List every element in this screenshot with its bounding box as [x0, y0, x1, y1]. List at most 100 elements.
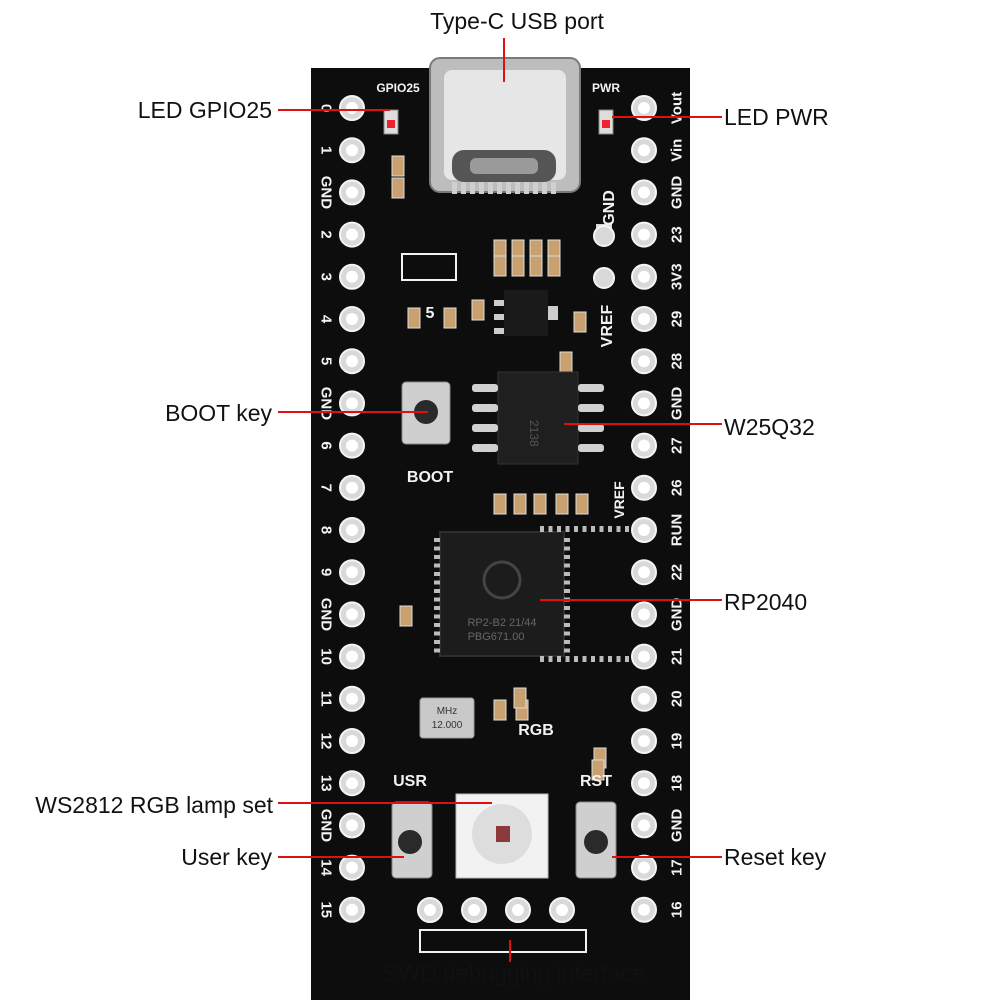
- rp2040-pad: [564, 640, 570, 644]
- rp2040-pad: [564, 631, 570, 636]
- flash-chip-lead: [578, 444, 604, 452]
- swd-header-outline: [419, 929, 587, 953]
- right-pin-pad-hole: [638, 650, 650, 663]
- swd-pin-pad-hole: [468, 904, 480, 916]
- silk-rgb: RGB: [518, 722, 554, 739]
- right-pin-pad-hole: [638, 439, 650, 452]
- rp2040-pad: [434, 538, 440, 542]
- rp2040-chip-body: [439, 531, 565, 657]
- flash-chip-lead: [578, 404, 604, 412]
- right-pin-label: 18: [669, 775, 686, 792]
- rp2040-pad: [434, 597, 440, 602]
- right-pin-pad-hole: [638, 144, 650, 157]
- right-pin-pad-hole: [638, 692, 650, 705]
- usb-c-contact: [533, 182, 538, 194]
- right-pin-pad-hole: [638, 861, 650, 874]
- right-pin-label: GND: [669, 598, 686, 632]
- left-pin-pad-hole: [346, 397, 358, 410]
- right-pin-label: RUN: [669, 514, 686, 547]
- right-pin-label: 26: [669, 479, 686, 496]
- left-pin-label: 14: [318, 859, 335, 876]
- right-pin-label: 20: [669, 690, 686, 707]
- left-pin-label: 11: [318, 691, 335, 707]
- right-pin-label: GND: [669, 387, 686, 421]
- silk-vref-mid: VREF: [611, 481, 627, 519]
- left-pin-pad-hole: [346, 228, 358, 241]
- left-pin-pad-hole: [346, 270, 358, 283]
- right-pin-pad-hole: [638, 186, 650, 199]
- smd-component: [493, 493, 507, 515]
- rp2040-pad: [434, 640, 440, 644]
- regulator-tab: [548, 306, 558, 320]
- rp2040-pad: [599, 656, 604, 662]
- smd-component: [573, 311, 587, 333]
- usb-c-contact: [542, 182, 547, 194]
- right-pin-label: GND: [669, 176, 686, 210]
- user-key-button: [398, 830, 422, 854]
- regulator-body: [504, 290, 548, 336]
- rp2040-pad: [557, 526, 561, 532]
- rp2040-marking-line2: PBG671.00: [468, 631, 525, 643]
- left-pin-pad-hole: [346, 735, 358, 747]
- left-pin-label: 12: [318, 733, 335, 750]
- callout-usb-port: Type-C USB port: [430, 8, 604, 34]
- usb-c-contact: [479, 182, 484, 194]
- rp2040-pad: [564, 546, 570, 551]
- flash-chip-lead: [472, 404, 498, 412]
- swd-pin-pad-hole: [556, 904, 568, 916]
- left-pin-label: GND: [318, 598, 335, 632]
- crystal-text-bottom: 12.000: [432, 720, 463, 731]
- smd-component: [591, 759, 605, 781]
- left-pin-label: 13: [318, 775, 335, 792]
- rp2040-pad: [564, 538, 570, 542]
- left-pin-pad-hole: [346, 819, 358, 832]
- usb-c-tongue: [470, 158, 538, 174]
- flash-chip-marking: 2138: [527, 420, 541, 447]
- right-pin-label: 17: [669, 859, 686, 876]
- right-pin-label: 29: [669, 311, 686, 328]
- flash-chip-lead: [472, 384, 498, 392]
- rp2040-pad: [565, 656, 570, 662]
- left-pin-pad-hole: [346, 777, 358, 790]
- left-pin-pad-hole: [346, 903, 358, 916]
- usb-c-contact: [551, 182, 556, 194]
- smd-component: [471, 299, 485, 321]
- regulator-lead: [494, 314, 504, 320]
- rp2040-pad: [591, 656, 595, 662]
- flash-chip-lead: [472, 424, 498, 432]
- rp2040-pad: [434, 648, 440, 653]
- left-pin-label: 3: [318, 273, 335, 281]
- right-pin-pad-hole: [638, 777, 650, 790]
- usb-c-contact: [488, 182, 493, 194]
- smd-component: [407, 307, 421, 329]
- vref-extra-pad: [593, 267, 615, 289]
- rp2040-pad: [564, 589, 570, 593]
- left-pin-pad-hole: [346, 608, 358, 621]
- rp2040-pad: [565, 526, 570, 532]
- left-pin-pad-hole: [346, 439, 358, 452]
- rp2040-pad: [564, 580, 570, 585]
- left-pin-label: 1: [318, 146, 335, 154]
- rp2040-pad: [548, 656, 553, 662]
- callout-user-key: User key: [181, 844, 272, 870]
- callout-boot-key: BOOT key: [165, 400, 272, 426]
- left-pin-label: 2: [318, 230, 335, 238]
- smd-component: [575, 493, 589, 515]
- swd-pin-pad-hole: [512, 904, 524, 916]
- right-pin-label: 28: [669, 353, 686, 370]
- right-pin-pad-hole: [638, 481, 650, 494]
- rp2040-pad: [434, 555, 440, 559]
- right-pin-pad-hole: [638, 102, 650, 114]
- smd-component: [559, 351, 573, 373]
- rp2040-pad: [434, 631, 440, 636]
- rp2040-pad: [557, 656, 561, 662]
- rp2040-pad: [564, 648, 570, 653]
- left-pin-label: 0: [318, 104, 335, 112]
- callout-rp2040: RP2040: [724, 589, 808, 615]
- smd-component: [391, 177, 405, 199]
- left-pin-pad-hole: [346, 524, 358, 536]
